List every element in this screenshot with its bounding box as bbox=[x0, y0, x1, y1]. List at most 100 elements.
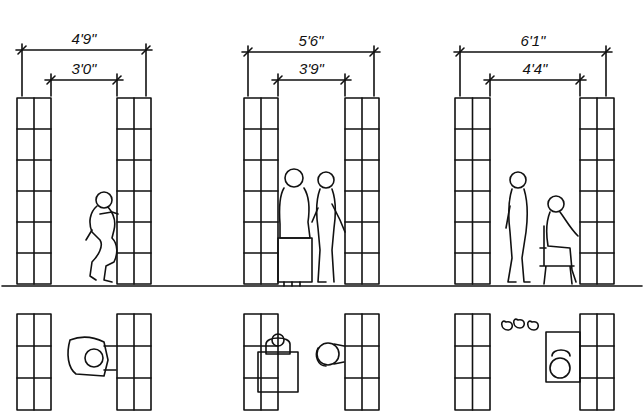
shelf-stack bbox=[455, 98, 490, 284]
extension-line bbox=[489, 74, 491, 96]
shelf-line bbox=[244, 128, 278, 130]
shelf-plan-line bbox=[455, 345, 490, 347]
dimension-tick bbox=[341, 76, 349, 84]
dimension-tick bbox=[18, 46, 26, 54]
dimension-tick bbox=[456, 48, 464, 56]
extension-line bbox=[21, 44, 23, 96]
shelf-plan bbox=[244, 314, 278, 410]
shelf-plan-line bbox=[117, 345, 151, 347]
shelf-line bbox=[17, 128, 51, 130]
dimension-lines bbox=[16, 44, 612, 96]
shelf-line bbox=[345, 159, 379, 161]
shelf-plan-line bbox=[244, 345, 278, 347]
shelf-plan-divider bbox=[361, 314, 363, 410]
shelf-plan-divider bbox=[596, 314, 598, 410]
dimension-label: 3'9" bbox=[297, 61, 326, 77]
shelf-plan bbox=[117, 314, 151, 410]
shelf-plan bbox=[17, 314, 51, 410]
dimension-tick bbox=[576, 76, 584, 84]
shelf-stack bbox=[345, 98, 379, 284]
shelf-line bbox=[17, 159, 51, 161]
shelf-plan-line bbox=[345, 377, 379, 379]
shelf-plan-line bbox=[345, 345, 379, 347]
extension-line bbox=[277, 74, 279, 96]
dimension-tick bbox=[142, 46, 150, 54]
shelf-stack bbox=[117, 98, 151, 284]
shelf-line bbox=[17, 221, 51, 223]
extension-line bbox=[579, 74, 581, 96]
dimension-label: 6'1" bbox=[519, 33, 548, 49]
shelf-line bbox=[580, 128, 614, 130]
shelf-stacks bbox=[17, 98, 614, 410]
shelf-plan-line bbox=[455, 377, 490, 379]
plan-seated bbox=[502, 319, 580, 382]
shelf-line bbox=[455, 252, 490, 254]
shelf-plan-line bbox=[244, 377, 278, 379]
crouching-figure bbox=[86, 192, 118, 282]
shelf-plan bbox=[580, 314, 614, 410]
standing-figures bbox=[278, 169, 345, 286]
dimension-line bbox=[45, 79, 123, 81]
shelf-plan-line bbox=[117, 377, 151, 379]
shelf-line bbox=[117, 128, 151, 130]
dimension-line bbox=[242, 51, 380, 53]
shelf-plan bbox=[455, 314, 490, 410]
shelf-line bbox=[117, 159, 151, 161]
shelf-stack bbox=[244, 98, 278, 284]
shelf-line bbox=[455, 190, 490, 192]
dimension-line bbox=[272, 79, 351, 81]
dimension-label: 5'6" bbox=[297, 33, 326, 49]
dimension-tick bbox=[486, 76, 494, 84]
shelf-plan-line bbox=[17, 345, 51, 347]
shelf-stack bbox=[580, 98, 614, 284]
shelf-line bbox=[345, 252, 379, 254]
seated-figures bbox=[506, 172, 578, 284]
plan-crouching bbox=[68, 337, 116, 376]
dimension-label: 4'9" bbox=[70, 31, 99, 47]
dimension-tick bbox=[47, 76, 55, 84]
floor-line bbox=[2, 285, 642, 287]
shelf-plan-line bbox=[17, 377, 51, 379]
dimension-label: 4'4" bbox=[521, 61, 550, 77]
dimension-tick bbox=[113, 76, 121, 84]
dimension-tick bbox=[244, 48, 252, 56]
shelf-line bbox=[117, 221, 151, 223]
shelf-line bbox=[244, 190, 278, 192]
dimension-tick bbox=[274, 76, 282, 84]
shelf-line bbox=[244, 159, 278, 161]
shelf-line bbox=[580, 252, 614, 254]
extension-line bbox=[50, 74, 52, 96]
shelf-plan-divider bbox=[260, 314, 262, 410]
dimension-line bbox=[484, 79, 586, 81]
plan-standing bbox=[258, 334, 344, 392]
shelf-stack bbox=[17, 98, 51, 284]
shelf-plan-divider bbox=[133, 314, 135, 410]
shelf-plan-divider bbox=[33, 314, 35, 410]
shelf-line bbox=[580, 159, 614, 161]
extension-line bbox=[344, 74, 346, 96]
dimension-line bbox=[454, 51, 612, 53]
dimension-label: 3'0" bbox=[70, 61, 99, 77]
shelf-line bbox=[455, 159, 490, 161]
shelf-line bbox=[17, 190, 51, 192]
shelf-line bbox=[345, 190, 379, 192]
shelf-plan-divider bbox=[472, 314, 474, 410]
shelf-line bbox=[580, 221, 614, 223]
shelf-line bbox=[244, 221, 278, 223]
dimension-tick bbox=[602, 48, 610, 56]
shelf-plan bbox=[345, 314, 379, 410]
shelf-plan-line bbox=[580, 345, 614, 347]
shelf-line bbox=[455, 221, 490, 223]
dimension-tick bbox=[370, 48, 378, 56]
shelf-line bbox=[17, 252, 51, 254]
extension-line bbox=[116, 74, 118, 96]
shelf-line bbox=[117, 190, 151, 192]
shelf-plan-line bbox=[580, 377, 614, 379]
dimension-line bbox=[16, 49, 152, 51]
shelf-line bbox=[455, 128, 490, 130]
shelf-line bbox=[117, 252, 151, 254]
extension-line bbox=[145, 44, 147, 96]
shelf-line bbox=[244, 252, 278, 254]
shelf-line bbox=[580, 190, 614, 192]
